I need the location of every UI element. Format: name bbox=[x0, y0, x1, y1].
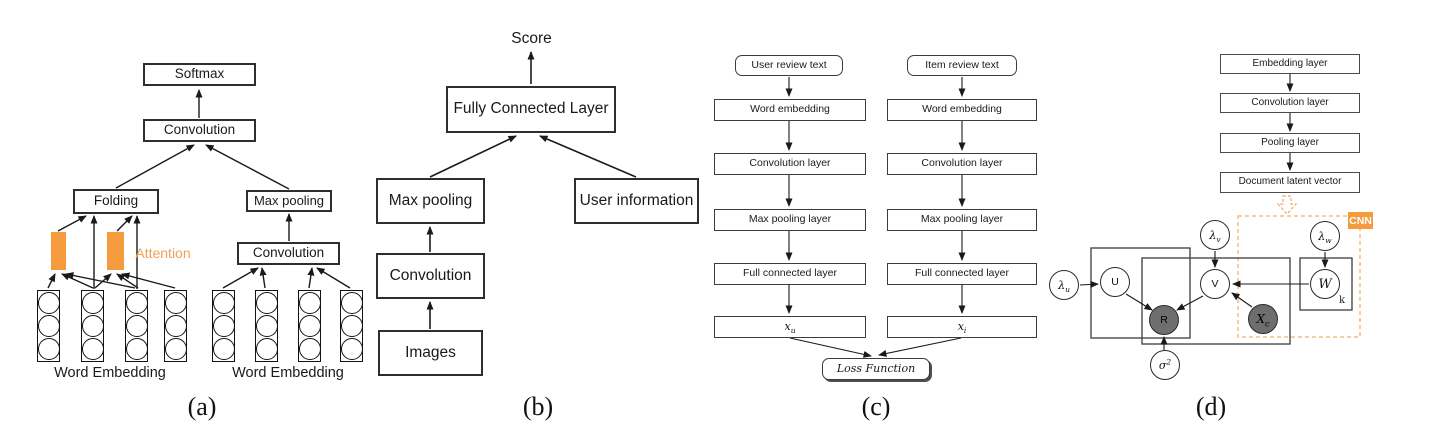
item-review-text-box: Item review text bbox=[907, 55, 1017, 76]
embedding-cell bbox=[125, 315, 148, 337]
max-pooling-layer-box-user: Max pooling layer bbox=[714, 209, 866, 231]
u-node: U bbox=[1100, 267, 1130, 297]
embedding-cell bbox=[81, 292, 104, 314]
full-connected-layer-box-user: Full connected layer bbox=[714, 263, 866, 285]
embedding-cell bbox=[340, 315, 363, 337]
convolution-box-b: Convolution bbox=[376, 253, 485, 299]
diagram-c-arrows bbox=[785, 77, 966, 358]
word-embedding-column bbox=[340, 290, 363, 362]
word-embedding-column bbox=[37, 290, 60, 362]
caption-a: (a) bbox=[187, 392, 217, 421]
convolution-top-box: Convolution bbox=[143, 119, 256, 142]
folding-box: Folding bbox=[73, 189, 159, 214]
embedding-cell bbox=[212, 292, 235, 314]
lambda-w-node: λw bbox=[1310, 221, 1340, 251]
lambda-u-node: λu bbox=[1049, 270, 1079, 300]
embedding-cell bbox=[37, 292, 60, 314]
score-label: Score bbox=[511, 29, 552, 47]
plate-k-label: k bbox=[1339, 295, 1346, 306]
word-embedding-column bbox=[164, 290, 187, 362]
embedding-cell bbox=[212, 338, 235, 360]
diagram-d-model-arrows bbox=[1079, 251, 1329, 350]
word-embedding-column bbox=[125, 290, 148, 362]
images-box: Images bbox=[378, 330, 483, 376]
plate-item bbox=[1141, 257, 1291, 345]
softmax-box: Softmax bbox=[143, 63, 256, 86]
caption-c: (c) bbox=[861, 392, 891, 421]
embedding-cell bbox=[255, 338, 278, 360]
cnn-dashed-box bbox=[1237, 215, 1361, 338]
user-review-text-box: User review text bbox=[735, 55, 843, 76]
diagram-b-arrows bbox=[426, 51, 637, 329]
convolution-layer-box-item: Convolution layer bbox=[887, 153, 1037, 175]
embedding-cell bbox=[340, 338, 363, 360]
embedding-cell bbox=[255, 292, 278, 314]
convolution-layer-box-user: Convolution layer bbox=[714, 153, 866, 175]
embedding-cell bbox=[164, 292, 187, 314]
lambda-v-node: λv bbox=[1200, 220, 1230, 250]
word-embedding-column bbox=[255, 290, 278, 362]
loss-function-box: Loss Function bbox=[822, 358, 930, 380]
max-pooling-layer-box-item: Max pooling layer bbox=[887, 209, 1037, 231]
document-latent-vector-box: Document latent vector bbox=[1220, 172, 1360, 193]
embedding-cell bbox=[37, 315, 60, 337]
word-embedding-box-user: Word embedding bbox=[714, 99, 866, 121]
word-embedding-box-item: Word embedding bbox=[887, 99, 1037, 121]
attention-label: Attention bbox=[135, 245, 191, 261]
embedding-cell bbox=[81, 338, 104, 360]
embedding-cell bbox=[298, 292, 321, 314]
word-embedding-column bbox=[212, 290, 235, 362]
word-embedding-column bbox=[298, 290, 321, 362]
cnn-tag: CNN bbox=[1348, 212, 1373, 229]
pooling-layer-box: Pooling layer bbox=[1220, 133, 1360, 153]
full-connected-layer-box-item: Full connected layer bbox=[887, 263, 1037, 285]
attention-vector-1 bbox=[51, 232, 66, 270]
max-pooling-box-a: Max pooling bbox=[246, 190, 332, 212]
embedding-layer-box: Embedding layer bbox=[1220, 54, 1360, 74]
r-node: R bbox=[1149, 305, 1179, 335]
embedding-cell bbox=[37, 338, 60, 360]
word-embedding-label-right: Word Embedding bbox=[232, 364, 344, 381]
embedding-cell bbox=[164, 338, 187, 360]
plate-user bbox=[1090, 247, 1191, 339]
xc-node: Xc bbox=[1248, 304, 1278, 334]
embedding-cell bbox=[81, 315, 104, 337]
caption-d: (d) bbox=[1195, 392, 1227, 421]
word-embedding-column bbox=[81, 290, 104, 362]
attention-vector-2 bbox=[107, 232, 124, 270]
xu-symbol: xu bbox=[784, 320, 796, 336]
diagram-a-arrows bbox=[47, 89, 351, 289]
xi-symbol: xi bbox=[957, 320, 967, 336]
w-node: W bbox=[1310, 269, 1340, 299]
embedding-cell bbox=[125, 292, 148, 314]
dashed-down-arrow bbox=[1276, 195, 1298, 215]
fully-connected-layer-box: Fully Connected Layer bbox=[446, 86, 616, 133]
sigma-node: σ2 bbox=[1150, 350, 1180, 380]
xu-box: xu bbox=[714, 316, 866, 338]
xi-box: xi bbox=[887, 316, 1037, 338]
embedding-cell bbox=[125, 338, 148, 360]
caption-b: (b) bbox=[522, 392, 554, 421]
v-node: V bbox=[1200, 269, 1230, 299]
embedding-cell bbox=[298, 338, 321, 360]
embedding-cell bbox=[212, 315, 235, 337]
embedding-cell bbox=[340, 292, 363, 314]
word-embedding-label-left: Word Embedding bbox=[54, 364, 166, 381]
user-information-box: User information bbox=[574, 178, 699, 224]
embedding-cell bbox=[298, 315, 321, 337]
embedding-cell bbox=[255, 315, 278, 337]
embedding-cell bbox=[164, 315, 187, 337]
max-pooling-box-b: Max pooling bbox=[376, 178, 485, 224]
convolution-layer-box-d: Convolution layer bbox=[1220, 93, 1360, 113]
convolution-right-box: Convolution bbox=[237, 242, 340, 265]
